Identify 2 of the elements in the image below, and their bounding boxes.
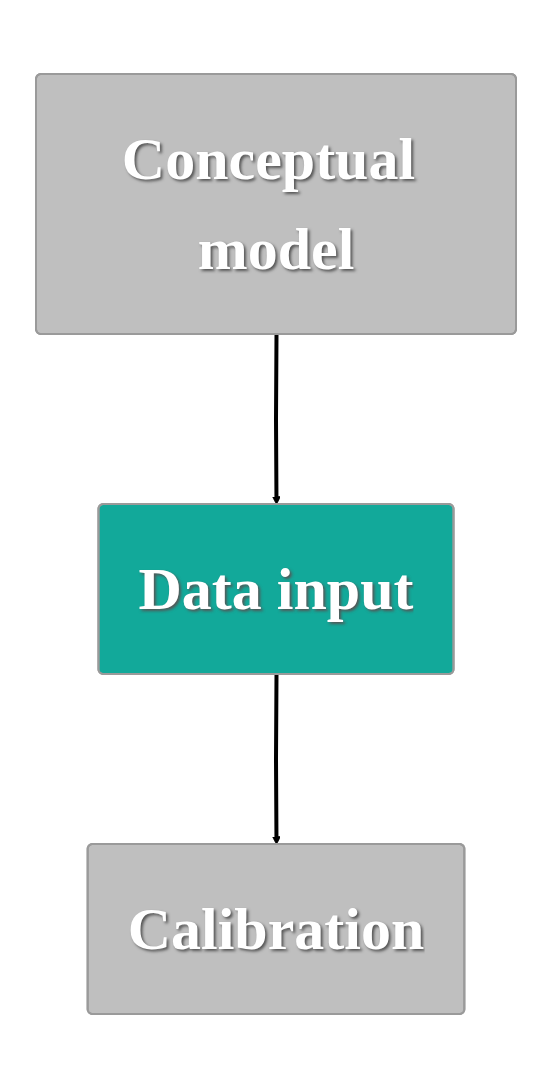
arrow bbox=[271, 334, 281, 505]
arrow bbox=[271, 674, 281, 845]
